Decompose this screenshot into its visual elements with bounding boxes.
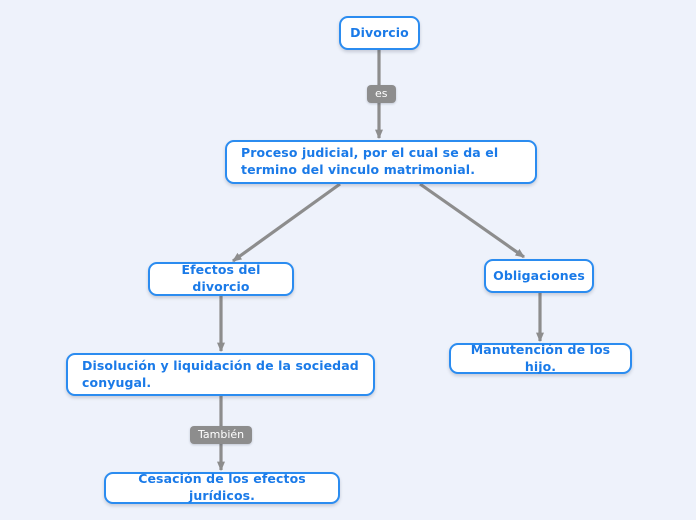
edge-label-es[interactable]: es <box>367 85 396 103</box>
node-efectos-del-divorcio[interactable]: Efectos del divorcio <box>148 262 294 296</box>
edge-label-tambien[interactable]: También <box>190 426 253 444</box>
node-proceso-judicial[interactable]: Proceso judicial, por el cual se da el t… <box>225 140 537 184</box>
node-disolucion-sociedad-conyugal[interactable]: Disolución y liquidación de la sociedad … <box>66 353 375 396</box>
edge-proceso-to-efectos <box>232 182 341 263</box>
node-disolucion-sociedad-conyugal-label: Disolución y liquidación de la sociedad … <box>82 357 359 390</box>
node-divorcio[interactable]: Divorcio <box>339 16 420 50</box>
edge-label-tambien-text: También <box>198 428 245 441</box>
node-manutencion-hijos[interactable]: Manutención de los hijo. <box>449 341 632 374</box>
edge-label-es-text: es <box>375 87 388 100</box>
node-efectos-del-divorcio-label: Efectos del divorcio <box>181 262 261 294</box>
node-cesacion-efectos-juridicos-label: Cesación de los efectos jurídicos. <box>138 471 306 503</box>
edge-proceso-to-obligaciones <box>419 182 525 259</box>
node-divorcio-label: Divorcio <box>350 24 409 40</box>
node-proceso-judicial-label: Proceso judicial, por el cual se da el t… <box>241 145 499 177</box>
node-obligaciones-label: Obligaciones <box>493 267 585 283</box>
node-manutencion-hijos-label: Manutención de los hijo. <box>470 341 611 374</box>
node-obligaciones[interactable]: Obligaciones <box>484 259 594 293</box>
node-cesacion-efectos-juridicos[interactable]: Cesación de los efectos jurídicos. <box>104 471 340 504</box>
